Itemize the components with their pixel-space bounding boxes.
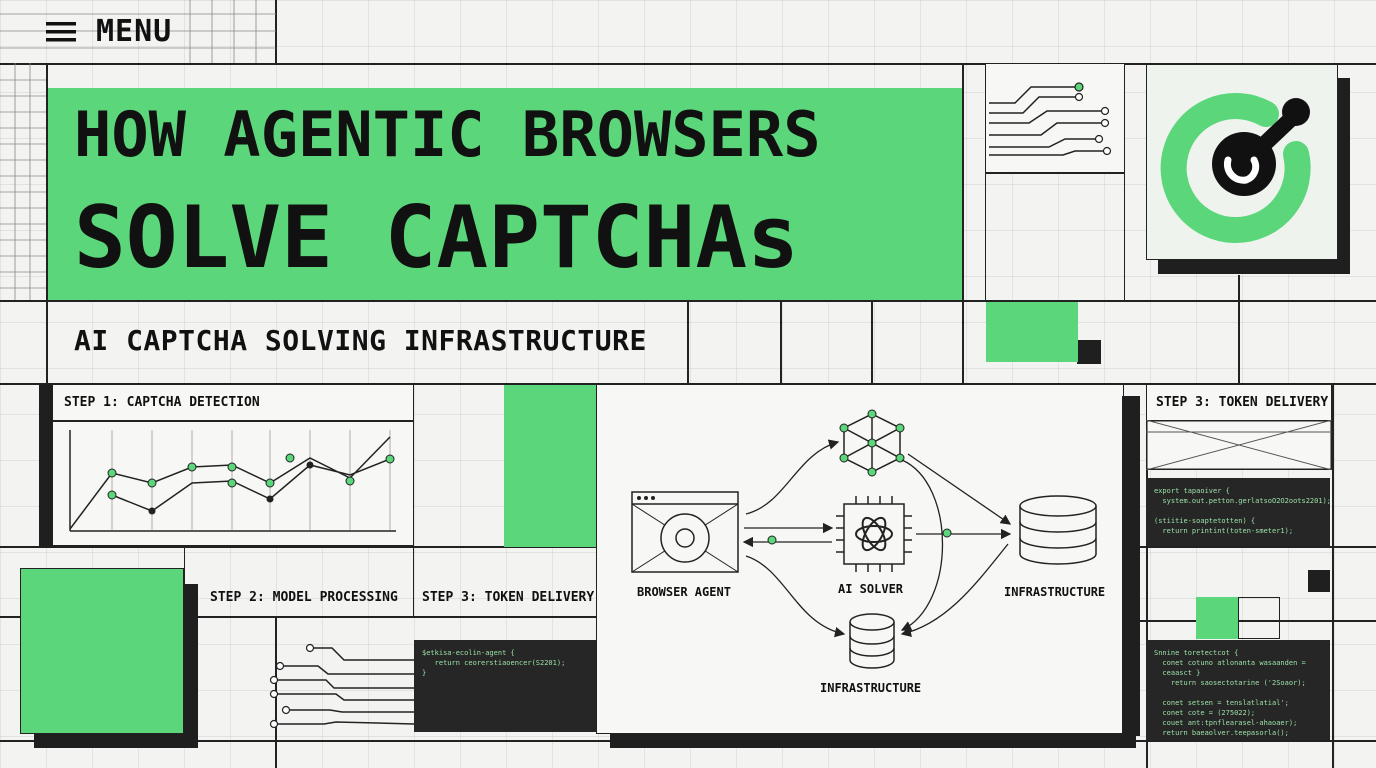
frame-line: [1146, 383, 1148, 768]
title-line-2: SOLVE CAPTCHAs: [74, 188, 799, 288]
ai-chip-icon: [836, 496, 912, 572]
detection-chart: [69, 430, 396, 532]
frame-line: [1120, 620, 1376, 622]
browser-window-icon: [631, 491, 739, 573]
step1-label: STEP 1: CAPTCHA DETECTION: [64, 395, 260, 410]
title-band: [48, 88, 962, 300]
dark-square: [1308, 570, 1330, 592]
outline-square: [1238, 597, 1280, 639]
menu-button[interactable]: MENU: [46, 14, 172, 49]
placeholder-image-icon: [1146, 420, 1332, 470]
green-block: [1196, 597, 1238, 639]
frame-line: [780, 300, 782, 384]
infrastructure-label-right: INFRASTRUCTURE: [1004, 585, 1106, 599]
frame-line: [1332, 383, 1334, 768]
frame-line: [1238, 275, 1240, 385]
brand-logo-icon: [1160, 93, 1311, 244]
flow-diagram: [631, 409, 1097, 669]
panel-divider: [52, 420, 414, 422]
database-icon: [1019, 495, 1097, 565]
corner-grid: [0, 0, 276, 300]
browser-agent-label: BROWSER AGENT: [637, 585, 731, 599]
green-block: [986, 302, 1078, 362]
circuit-lines-icon: [269, 643, 415, 729]
circuit-lines-icon: [989, 82, 1112, 156]
frame-line: [962, 63, 964, 383]
green-block: [504, 385, 596, 547]
step3-label-mid: STEP 3: TOKEN DELIVERY: [422, 590, 595, 605]
frame-line: [871, 300, 873, 384]
frame-line: [0, 63, 1376, 65]
step3-label-right: STEP 3: TOKEN DELIVERY: [1156, 395, 1329, 410]
right-shadow: [1122, 396, 1140, 736]
frame-line: [1120, 546, 1376, 548]
database-icon: [849, 613, 895, 669]
code-panel-right-bottom: Snnine toretectcot { conet cotuno atlona…: [1146, 640, 1330, 740]
code-panel-right-top: export tapaoiver { system.out.petton.ger…: [1146, 478, 1331, 546]
step2-panel: [184, 546, 414, 618]
ai-solver-label: AI SOLVER: [838, 582, 904, 596]
infrastructure-label-bottom: INFRASTRUCTURE: [820, 681, 922, 695]
dark-square: [1077, 340, 1101, 364]
subtitle: AI CAPTCHA SOLVING INFRASTRUCTURE: [74, 324, 647, 357]
green-square: [20, 568, 184, 734]
frame-line: [0, 616, 600, 618]
title-line-1: HOW AGENTIC BROWSERS: [74, 98, 821, 171]
blank-panel: [985, 173, 1125, 301]
code-panel-mid: $etkisa-ecolin-agent { return ceorerstia…: [414, 640, 596, 732]
frame-line: [46, 63, 48, 383]
hamburger-icon: [46, 21, 76, 41]
menu-label: MENU: [96, 14, 173, 49]
step2-label: STEP 2: MODEL PROCESSING: [210, 590, 398, 605]
frame-line: [687, 300, 689, 384]
frame-line: [275, 0, 277, 63]
